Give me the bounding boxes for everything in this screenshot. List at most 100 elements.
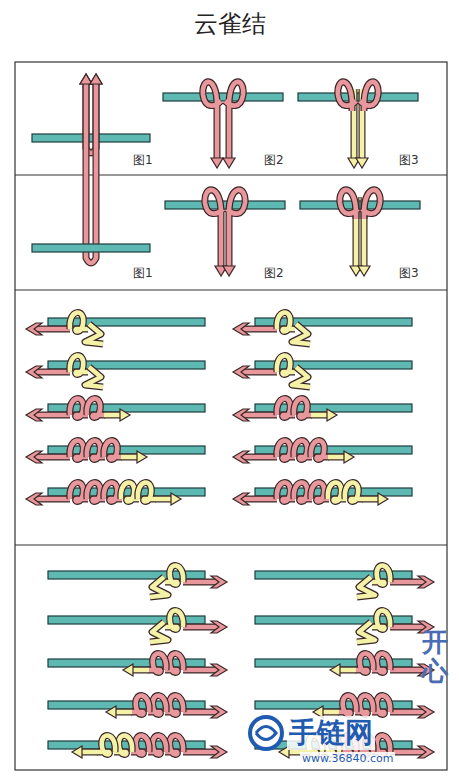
figure-label: 图1	[132, 266, 154, 280]
knot-step	[233, 399, 412, 421]
cord	[32, 497, 70, 502]
knot-step	[26, 399, 205, 421]
cord-outline	[203, 82, 221, 159]
cord	[32, 370, 70, 375]
figure-label: 图2	[263, 153, 285, 167]
knot-step	[233, 356, 412, 387]
arrowhead	[330, 664, 340, 676]
cord	[165, 566, 183, 585]
cord	[345, 483, 363, 502]
cord	[104, 413, 120, 418]
knot-step	[233, 313, 412, 344]
cord-outline	[138, 483, 156, 502]
cord	[85, 367, 103, 387]
cord-outline	[70, 356, 88, 375]
arrow-tail	[418, 576, 434, 588]
cord	[390, 750, 428, 755]
cord	[138, 483, 156, 502]
cord-bar	[32, 244, 150, 252]
cord	[338, 696, 356, 715]
cord	[292, 367, 310, 387]
knot-step	[233, 441, 412, 463]
cord	[239, 455, 277, 460]
watermark-logo: 手链网	[287, 716, 375, 750]
cord-outline	[277, 356, 295, 375]
cord	[85, 324, 103, 344]
cord	[32, 327, 70, 332]
figure-label: 图3	[398, 153, 420, 167]
cord-outline	[104, 412, 120, 419]
arrow-tail	[233, 451, 249, 463]
cord-outline	[165, 566, 183, 585]
knot-step	[26, 356, 205, 387]
cord	[32, 413, 70, 418]
logo-emblem	[256, 727, 276, 740]
knot-step	[48, 736, 227, 758]
arrowhead	[90, 74, 102, 84]
arrowhead	[223, 266, 235, 276]
arrow-tail	[211, 664, 227, 676]
cord-outline	[104, 441, 122, 460]
cord-outline	[311, 412, 327, 419]
cord-outline	[323, 709, 339, 716]
cord	[277, 356, 295, 375]
cord	[340, 190, 358, 219]
fig3-drawing	[300, 190, 420, 276]
watermark: 开心	[422, 628, 448, 685]
arrow-tail	[26, 409, 42, 421]
cord	[183, 625, 221, 630]
arrowhead	[171, 493, 181, 505]
cord-outline	[357, 577, 375, 597]
arrow-tail	[26, 451, 42, 463]
cord-outline	[70, 313, 88, 332]
cord	[116, 710, 132, 715]
cord	[338, 82, 356, 111]
knot-step	[255, 654, 434, 676]
cord	[311, 413, 327, 418]
cord	[131, 696, 149, 715]
cord-outline	[338, 82, 356, 111]
cord-outline	[116, 709, 132, 716]
cord-outline	[340, 190, 358, 219]
cord	[148, 654, 166, 673]
cord	[155, 497, 171, 502]
cord-outline	[121, 454, 137, 461]
cord-outline	[311, 441, 329, 460]
knot-step	[48, 654, 227, 676]
cord	[294, 399, 312, 418]
cord	[104, 441, 122, 460]
knot-step	[255, 696, 434, 718]
cord-outline	[85, 324, 103, 344]
knot-step	[26, 483, 205, 505]
arrowhead	[90, 74, 102, 84]
watermark-url: www.36840.com	[300, 752, 395, 765]
cord	[372, 611, 390, 630]
cord	[183, 668, 221, 673]
cord	[87, 399, 105, 418]
cord	[362, 190, 380, 219]
cord	[357, 622, 375, 642]
cord-outline	[227, 190, 245, 267]
arrowhead	[378, 493, 388, 505]
cord	[165, 611, 183, 630]
knot-step	[48, 611, 227, 642]
cord	[239, 413, 277, 418]
cord	[239, 497, 277, 502]
figure-label: 图3	[398, 266, 420, 280]
cord-bar	[298, 93, 418, 101]
cord	[239, 327, 277, 332]
divider	[15, 544, 447, 545]
cord	[150, 577, 168, 597]
cord	[183, 750, 221, 755]
cord-outline	[85, 367, 103, 387]
arrowhead	[344, 451, 354, 463]
arrowhead	[211, 158, 223, 168]
cord	[203, 82, 221, 159]
cord	[150, 622, 168, 642]
cord	[227, 190, 245, 267]
arrow-tail	[26, 493, 42, 505]
arrowhead	[358, 266, 370, 276]
cord-outline	[328, 454, 344, 461]
